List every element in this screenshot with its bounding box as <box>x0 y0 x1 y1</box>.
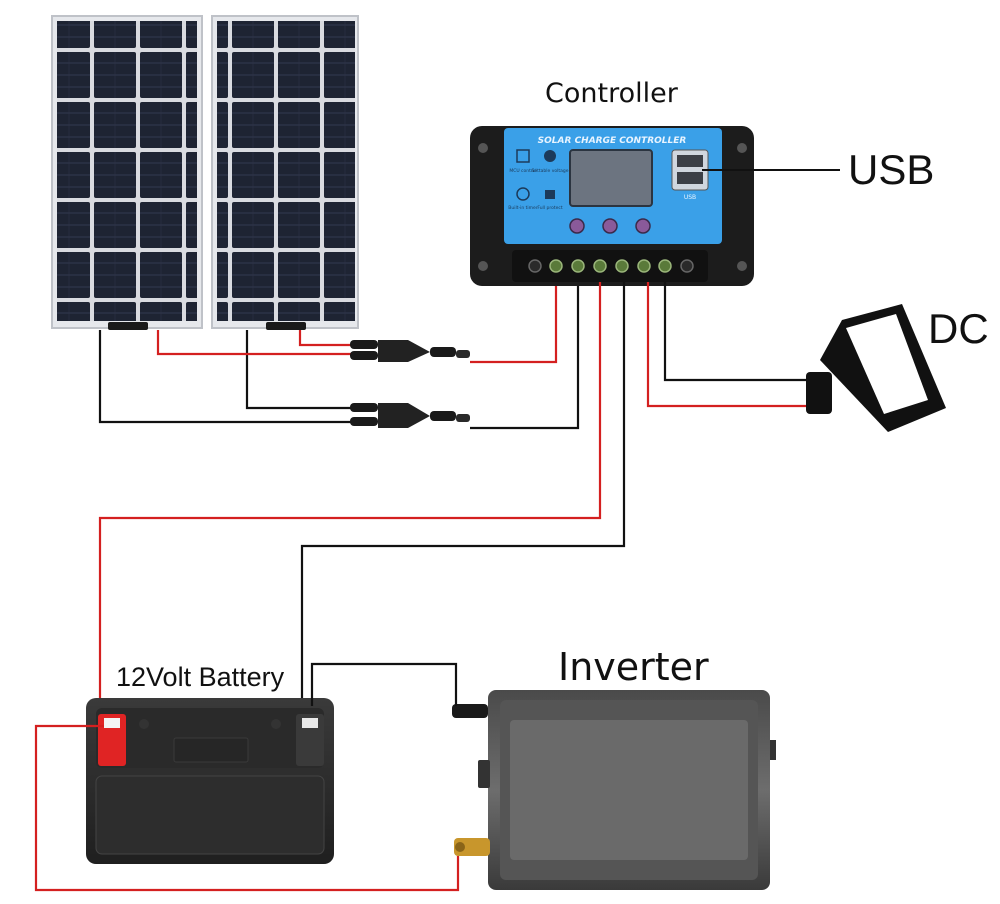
inverter-label: Inverter <box>558 645 709 689</box>
inverter <box>452 690 776 890</box>
panel-positive-wires <box>156 282 558 364</box>
battery-positive-wire <box>98 282 602 706</box>
icon-caption-4: Full protect <box>537 205 562 211</box>
usb-badge: USB <box>684 194 696 201</box>
inverter-negative-wire <box>310 662 458 706</box>
inverter-positive-input[interactable] <box>454 838 490 856</box>
feature-icons <box>516 149 556 201</box>
charge-controller: SOLAR CHARGE CONTROLLER MCU control Sett… <box>470 126 754 286</box>
solar-panel-2 <box>211 15 359 330</box>
inverter-negative-input[interactable] <box>452 704 488 718</box>
controller-button-up[interactable] <box>635 218 651 234</box>
battery-12v <box>86 698 334 864</box>
controller-button-menu[interactable] <box>569 218 585 234</box>
mc4-connector-positive <box>350 340 470 362</box>
icon-caption-1: MCU control <box>509 168 536 174</box>
controller-header: SOLAR CHARGE CONTROLLER <box>538 136 687 146</box>
usb-label: USB <box>848 146 935 193</box>
controller-terminals <box>528 259 694 273</box>
inverter-positive-wire <box>34 724 460 892</box>
junction-box <box>266 322 306 330</box>
usb-port-1[interactable] <box>677 155 703 167</box>
controller-button-down[interactable] <box>602 218 618 234</box>
icon-caption-3: Built-in timer <box>508 205 538 211</box>
usb-port-2[interactable] <box>677 172 703 184</box>
battery-label: 12Volt Battery <box>116 662 285 692</box>
junction-box <box>108 322 148 330</box>
dc-lamp <box>806 304 946 432</box>
dc-positive-wire <box>646 282 808 408</box>
battery-negative-wire <box>300 282 626 706</box>
dc-label: DC <box>928 305 989 352</box>
controller-label: Controller <box>545 78 678 109</box>
mc4-connector-negative <box>350 403 470 428</box>
solar-panel-1 <box>51 15 203 330</box>
icon-caption-2: Settable voltage <box>531 168 568 174</box>
lcd-screen <box>569 149 653 207</box>
panel-negative-wires <box>98 282 580 430</box>
dc-negative-wire <box>663 282 808 382</box>
